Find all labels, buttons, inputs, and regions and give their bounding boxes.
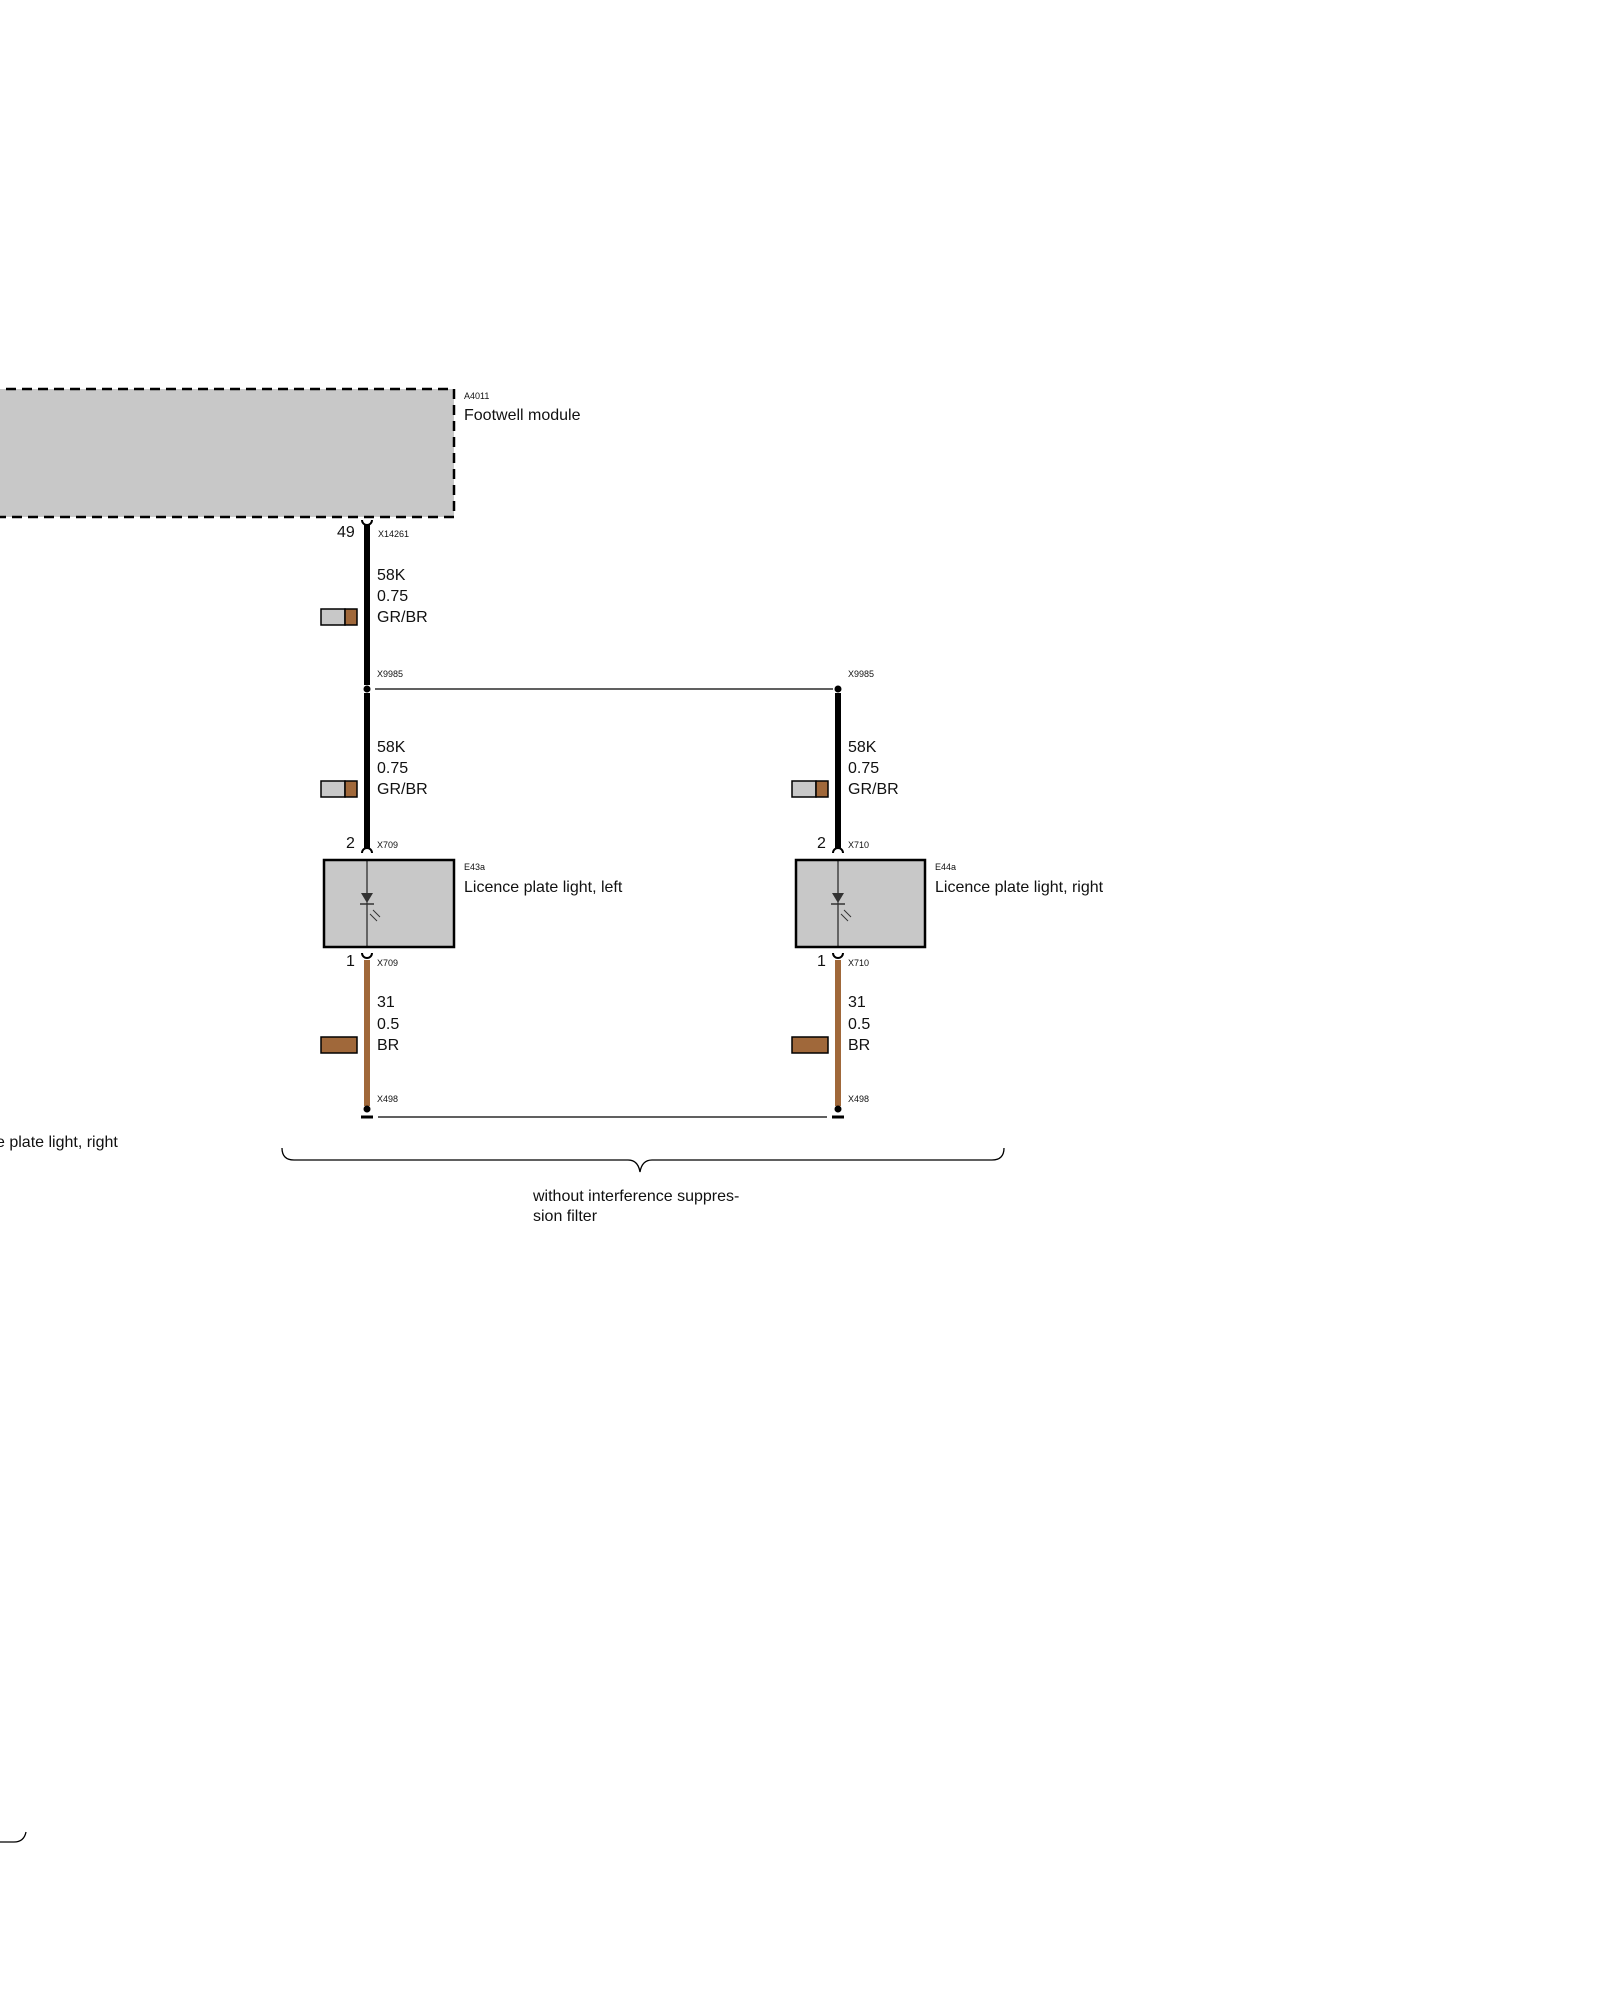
ground-dot-right bbox=[834, 1105, 842, 1113]
footwell-module-box bbox=[0, 387, 456, 519]
left-light-pin-top: 2 bbox=[346, 835, 355, 852]
module-id: A4011 bbox=[464, 391, 489, 401]
pin-connector-arc bbox=[361, 847, 373, 854]
pin-connector-arc bbox=[832, 847, 844, 854]
right-light-conn-bottom: X710 bbox=[848, 958, 869, 968]
wire-main-size: 0.75 bbox=[377, 588, 408, 605]
left-light-pin-bottom: 1 bbox=[346, 953, 355, 970]
wire-left-size: 0.75 bbox=[377, 760, 408, 777]
right-light-conn-top: X710 bbox=[848, 840, 869, 850]
left-light-conn-bottom: X709 bbox=[377, 958, 398, 968]
wire-color-swatch-br bbox=[320, 1036, 358, 1054]
wire-main-circuit: 58K bbox=[377, 567, 406, 584]
splice-label-right: X9985 bbox=[848, 669, 874, 679]
left-light-name: Licence plate light, left bbox=[464, 879, 623, 896]
left-light-conn-top: X709 bbox=[377, 840, 398, 850]
wire-right-size: 0.75 bbox=[848, 760, 879, 777]
wire-main-color: GR/BR bbox=[377, 609, 428, 626]
module-pin-number: 49 bbox=[337, 524, 355, 541]
led-icon bbox=[831, 860, 852, 947]
ground-left-connector: X498 bbox=[377, 1094, 398, 1104]
module-connector: X14261 bbox=[378, 529, 409, 539]
ground-right-color: BR bbox=[848, 1037, 870, 1054]
module-name: Footwell module bbox=[464, 407, 581, 424]
wire-color-swatch-gr-br bbox=[320, 608, 358, 626]
pin-connector-arc bbox=[832, 952, 844, 959]
ground-left-color: BR bbox=[377, 1037, 399, 1054]
ground-right-connector: X498 bbox=[848, 1094, 869, 1104]
pin-connector-arc bbox=[361, 952, 373, 959]
variant-note-line1: without interference suppres- bbox=[532, 1188, 739, 1205]
right-light-name: Licence plate light, right bbox=[935, 879, 1104, 896]
ground-dot-left bbox=[363, 1105, 371, 1113]
wire-left-circuit: 58K bbox=[377, 739, 406, 756]
wire-right-color: GR/BR bbox=[848, 781, 899, 798]
wire-color-swatch-gr-br bbox=[791, 780, 829, 798]
wire-left-color: GR/BR bbox=[377, 781, 428, 798]
wire-color-swatch-br bbox=[791, 1036, 829, 1054]
splice-label-left: X9985 bbox=[377, 669, 403, 679]
right-light-pin-top: 2 bbox=[817, 835, 826, 852]
wire-color-swatch-gr-br bbox=[320, 780, 358, 798]
variant-brace bbox=[281, 1147, 1005, 1173]
splice-dot-right bbox=[834, 685, 842, 693]
ground-right-circuit: 31 bbox=[848, 994, 866, 1011]
right-light-id: E44a bbox=[935, 862, 956, 872]
wire-right-circuit: 58K bbox=[848, 739, 877, 756]
led-icon bbox=[360, 860, 381, 947]
left-light-id: E43a bbox=[464, 862, 485, 872]
ground-left-size: 0.5 bbox=[377, 1016, 399, 1033]
cut-off-label: e plate light, right bbox=[0, 1134, 118, 1151]
licence-plate-light-right-box bbox=[794, 858, 927, 949]
right-light-pin-bottom: 1 bbox=[817, 953, 826, 970]
variant-note-line2: sion filter bbox=[533, 1208, 598, 1225]
ground-right-size: 0.5 bbox=[848, 1016, 870, 1033]
licence-plate-light-left-box bbox=[322, 858, 456, 949]
splice-dot-left bbox=[363, 685, 371, 693]
partial-bracket bbox=[0, 1831, 27, 1843]
ground-left-circuit: 31 bbox=[377, 994, 395, 1011]
